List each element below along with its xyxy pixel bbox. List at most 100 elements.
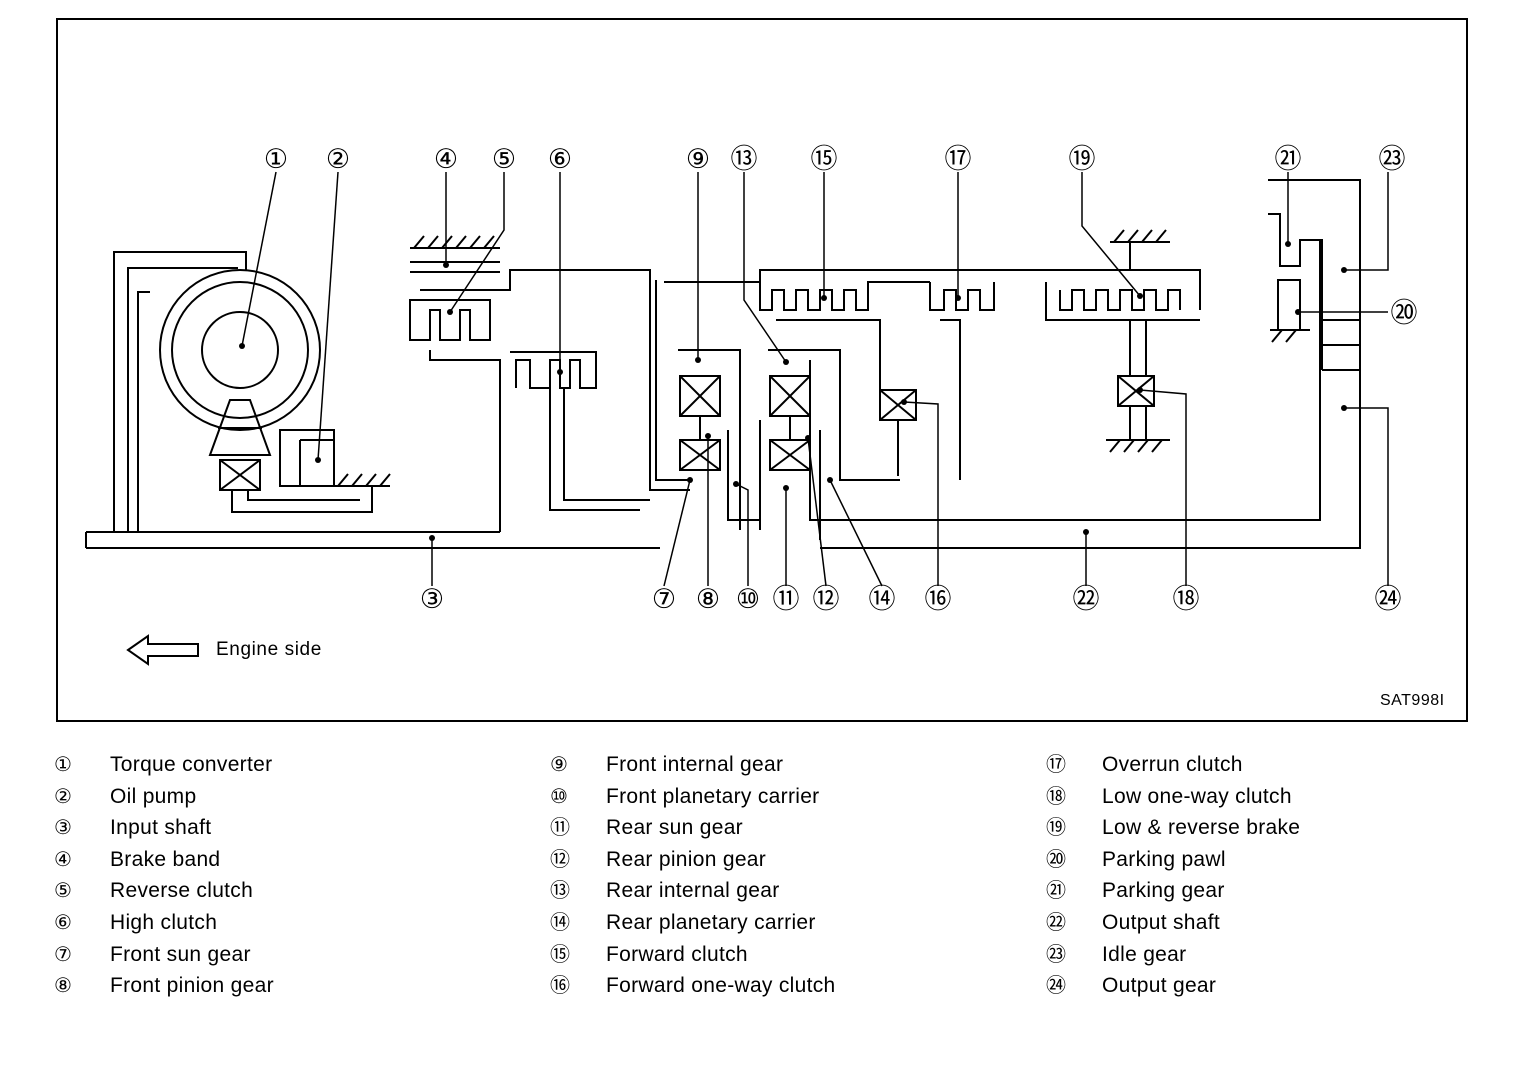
- legend-label: Parking pawl: [1102, 847, 1226, 871]
- engine-side-arrow: [126, 634, 199, 666]
- legend-item: ⑳ Parking pawl: [1046, 847, 1526, 879]
- legend-label: Parking gear: [1102, 879, 1225, 903]
- legend-label: Forward one-way clutch: [606, 974, 836, 998]
- legend-number: ⑰: [1046, 754, 1066, 776]
- callout-points: [239, 241, 1347, 541]
- legend-label: Rear planetary carrier: [606, 910, 816, 934]
- legend-label: Front pinion gear: [110, 974, 274, 998]
- legend-item: ⑲ Low & reverse brake: [1046, 815, 1526, 847]
- legend-column-1: ① Torque converter ② Oil pump ③ Input shaft…: [54, 752, 534, 1005]
- legend-label: Rear internal gear: [606, 879, 780, 903]
- engine-side-label: Engine side: [216, 639, 322, 660]
- legend-column-3: ⑰ Overrun clutch ⑱ Low one-way clutch ⑲ Low…: [1046, 752, 1526, 1005]
- legend-number: ⑮: [550, 943, 570, 966]
- callout-number: ⑤: [492, 144, 516, 175]
- legend-label: Rear sun gear: [606, 816, 743, 840]
- legend-number: ⑤: [54, 880, 72, 903]
- callout-number: ⑥: [548, 144, 572, 175]
- callout-number: ⑪: [773, 584, 800, 615]
- callout-number: ⑦: [652, 584, 676, 615]
- callout-number: ⑬: [731, 144, 758, 175]
- legend-item: ⑭ Rear planetary carrier: [550, 910, 1030, 942]
- legend-number: ㉒: [1046, 911, 1066, 934]
- legend-label: Low one-way clutch: [1102, 784, 1292, 808]
- legend-item: ⑥ High clutch: [54, 910, 534, 942]
- legend-item: ② Oil pump: [54, 784, 534, 816]
- callout-number: ④: [434, 144, 458, 175]
- legend-item: ⑪ Rear sun gear: [550, 815, 1030, 847]
- callout-number: ㉒: [1073, 584, 1100, 615]
- legend-item: ⑬ Rear internal gear: [550, 878, 1030, 910]
- legend-number: ③: [54, 817, 72, 840]
- legend-label: Output shaft: [1102, 910, 1221, 934]
- callout-number: ②: [326, 144, 350, 175]
- legend-label: Front sun gear: [110, 942, 251, 966]
- callout-number: ⑲: [1069, 144, 1096, 175]
- callout-number: ⑨: [686, 144, 710, 175]
- legend-number: ⑨: [550, 754, 568, 776]
- legend-item: ④ Brake band: [54, 847, 534, 879]
- callout-number: ⑩: [736, 584, 760, 615]
- legend-item: ⑱ Low one-way clutch: [1046, 784, 1526, 816]
- legend-number: ⑦: [54, 943, 72, 966]
- legend-label: Low & reverse brake: [1102, 816, 1301, 840]
- legend-item: ① Torque converter: [54, 752, 534, 784]
- legend-item: ㉔ Output gear: [1046, 973, 1526, 1005]
- legend-item: ⑯ Forward one-way clutch: [550, 973, 1030, 1005]
- callout-number: ⑳: [1391, 298, 1418, 329]
- legend-label: Forward clutch: [606, 942, 748, 966]
- callout-number: ⑰: [945, 144, 972, 175]
- legend-number: ㉔: [1046, 975, 1066, 998]
- legend-label: Torque converter: [110, 753, 273, 776]
- legend-item: ⑦ Front sun gear: [54, 942, 534, 974]
- diagram-frame: [56, 18, 1468, 722]
- callout-number: ㉔: [1375, 584, 1402, 615]
- callout-number: ⑫: [813, 584, 840, 615]
- legend-number: ⑧: [54, 975, 72, 998]
- legend-label: Brake band: [110, 847, 221, 871]
- legend-number: ⑥: [54, 911, 72, 934]
- legend-number: ⑭: [550, 911, 570, 934]
- callout-number: ㉓: [1379, 144, 1406, 175]
- legend-label: Idle gear: [1102, 942, 1187, 966]
- schematic-lines: [85, 179, 1361, 549]
- legend-number: ㉑: [1046, 880, 1066, 903]
- legend-item: ㉒ Output shaft: [1046, 910, 1526, 942]
- legend-item: ⑰ Overrun clutch: [1046, 752, 1526, 784]
- legend-label: Output gear: [1102, 974, 1217, 998]
- callout-number: ①: [264, 144, 288, 175]
- legend-number: ⑪: [550, 817, 570, 840]
- callout-leaders: [241, 171, 1389, 587]
- legend-label: Oil pump: [110, 784, 197, 808]
- legend-number: ②: [54, 785, 72, 808]
- legend-label: Rear pinion gear: [606, 847, 767, 871]
- callout-number: ⑧: [696, 584, 720, 615]
- legend-item: ⑧ Front pinion gear: [54, 973, 534, 1005]
- callout-number: ⑱: [1173, 584, 1200, 615]
- callout-number: ⑭: [869, 584, 896, 615]
- legend-number: ⑬: [550, 880, 570, 903]
- callout-number: ⑮: [811, 144, 838, 175]
- legend-number: ①: [54, 754, 72, 776]
- legend-number: ⑯: [550, 975, 570, 998]
- callout-number: ㉑: [1275, 144, 1302, 175]
- legend-number: ⑳: [1046, 848, 1066, 871]
- legend-label: Overrun clutch: [1102, 753, 1243, 776]
- callout-number: ⑯: [925, 584, 952, 615]
- legend-label: High clutch: [110, 910, 218, 934]
- legend-item: ㉑ Parking gear: [1046, 878, 1526, 910]
- legend-number: ④: [54, 848, 72, 871]
- legend-number: ⑩: [550, 785, 568, 808]
- legend-item: ③ Input shaft: [54, 815, 534, 847]
- legend-number: ⑱: [1046, 785, 1066, 808]
- legend-number: ⑲: [1046, 817, 1066, 840]
- legend-item: ⑮ Forward clutch: [550, 942, 1030, 974]
- legend-label: Input shaft: [110, 816, 212, 840]
